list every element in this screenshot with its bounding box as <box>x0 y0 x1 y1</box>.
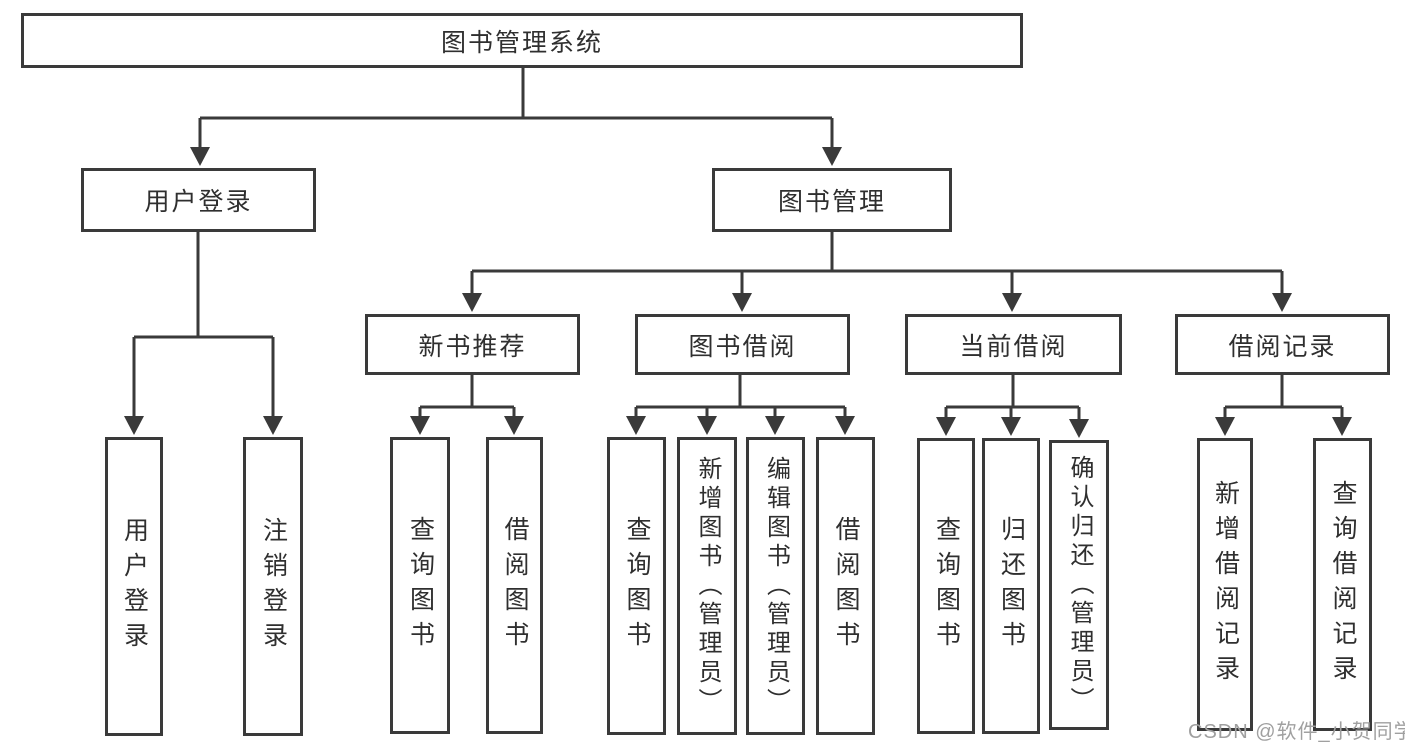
leaf-label: 归还图书 <box>997 516 1026 656</box>
node-borrow-records-label: 借阅记录 <box>1228 332 1337 361</box>
arrowhead-icon <box>1272 293 1292 312</box>
node-book-management-label: 图书管理 <box>777 188 886 216</box>
node-user-login-label: 用户登录 <box>144 188 253 216</box>
arrowhead-icon <box>504 416 524 435</box>
connector-book-borrow <box>626 375 855 435</box>
connector-book-management <box>462 232 1292 312</box>
leaf-query-books-2: 查询图书 <box>607 437 666 735</box>
node-user-login: 用户登录 <box>81 168 316 232</box>
arrowhead-icon <box>626 416 646 435</box>
arrowhead-icon <box>263 416 283 435</box>
node-root: 图书管理系统 <box>21 13 1023 68</box>
arrowhead-icon <box>1332 417 1352 436</box>
arrowhead-icon <box>124 416 144 435</box>
arrowhead-icon <box>1069 419 1089 438</box>
leaf-label: 查询图书 <box>932 516 961 656</box>
node-current-borrow: 当前借阅 <box>905 314 1122 375</box>
leaf-query-borrow-record: 查询借阅记录 <box>1313 438 1372 731</box>
node-new-book-recommend: 新书推荐 <box>365 314 580 375</box>
arrowhead-icon <box>462 293 482 312</box>
arrowhead-icon <box>410 416 430 435</box>
leaf-label: 注销登录 <box>259 516 288 657</box>
arrowhead-icon <box>1215 417 1235 436</box>
leaf-logout: 注销登录 <box>243 437 303 736</box>
arrowhead-icon <box>1001 417 1021 436</box>
leaf-return-books: 归还图书 <box>982 438 1040 734</box>
connector-root <box>190 68 842 166</box>
csdn-watermark: CSDN @软件_小贺同学 <box>1188 721 1405 743</box>
leaf-label: 确认归还（管理员） <box>1066 454 1093 716</box>
node-new-book-recommend-label: 新书推荐 <box>418 332 527 361</box>
leaf-confirm-return-admin: 确认归还（管理员） <box>1049 440 1109 730</box>
arrowhead-icon <box>697 416 717 435</box>
node-book-borrow: 图书借阅 <box>635 314 850 375</box>
arrowhead-icon <box>822 147 842 166</box>
arrowhead-icon <box>732 293 752 312</box>
node-root-label: 图书管理系统 <box>440 28 603 57</box>
arrowhead-icon <box>936 417 956 436</box>
arrowhead-icon <box>765 416 785 435</box>
node-current-borrow-label: 当前借阅 <box>959 332 1068 361</box>
leaf-edit-book-admin: 编辑图书（管理员） <box>746 437 805 735</box>
leaf-label: 查询图书 <box>406 515 435 656</box>
leaf-label: 查询图书 <box>623 516 651 656</box>
arrowhead-icon <box>835 416 855 435</box>
leaf-query-books-3: 查询图书 <box>917 438 975 734</box>
leaf-borrow-books-1: 借阅图书 <box>486 437 543 734</box>
connector-borrow-records <box>1215 375 1352 436</box>
leaf-label: 借阅图书 <box>832 516 860 656</box>
leaf-label: 编辑图书（管理员） <box>762 455 790 717</box>
node-borrow-records: 借阅记录 <box>1175 314 1390 375</box>
connector-user-login <box>124 232 283 435</box>
leaf-label: 借阅图书 <box>501 515 529 656</box>
node-book-borrow-label: 图书借阅 <box>688 332 797 361</box>
leaf-add-book-admin: 新增图书（管理员） <box>677 437 737 735</box>
leaf-add-borrow-record: 新增借阅记录 <box>1197 438 1253 731</box>
connector-current-borrow <box>936 375 1089 438</box>
connector-new-book-recommend <box>410 375 524 435</box>
leaf-borrow-books-2: 借阅图书 <box>816 437 875 735</box>
leaf-label: 用户登录 <box>120 516 149 657</box>
arrowhead-icon <box>190 147 210 166</box>
leaf-label: 新增图书（管理员） <box>694 455 721 717</box>
leaf-label: 新增借阅记录 <box>1211 479 1240 690</box>
leaf-label: 查询借阅记录 <box>1329 479 1357 690</box>
node-book-management: 图书管理 <box>712 168 952 232</box>
leaf-user-login: 用户登录 <box>105 437 163 736</box>
arrowhead-icon <box>1002 293 1022 312</box>
leaf-query-books-1: 查询图书 <box>390 437 450 734</box>
